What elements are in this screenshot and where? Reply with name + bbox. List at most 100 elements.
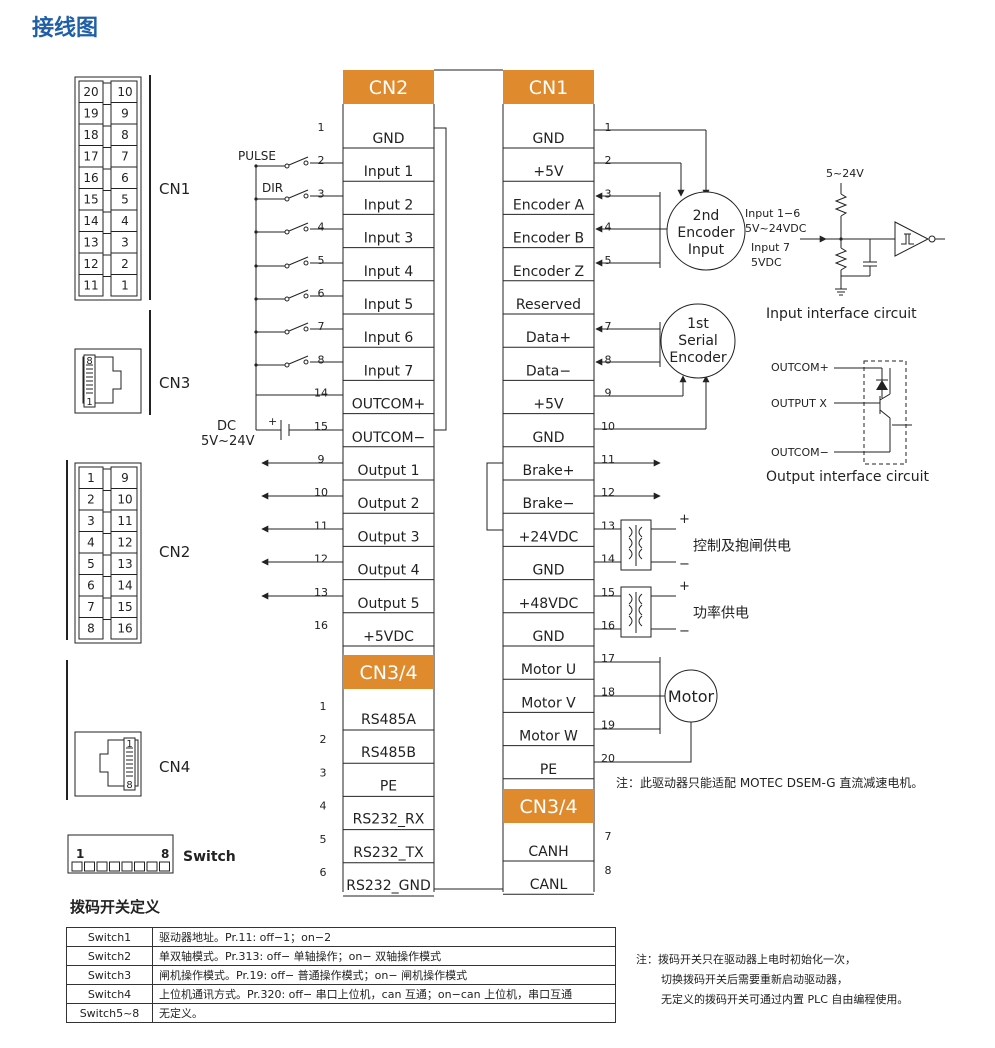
cn34-pin-label: RS485B [361, 745, 416, 761]
connector-pin-number: 6 [121, 171, 129, 185]
switch-lever [84, 861, 95, 872]
cn34-right-header-label: CN3/4 [519, 796, 577, 818]
cn1-pin-label: Brake+ [523, 463, 575, 479]
switch-section-title: 拨码开关定义 [70, 898, 161, 916]
cn1-pin-label: Motor V [521, 695, 576, 711]
connector-label: CN3 [159, 374, 190, 392]
rj45-pin-number: 8 [126, 780, 132, 791]
cn34-pin-number: 2 [320, 733, 327, 746]
connector-label: CN2 [159, 543, 190, 561]
connector-pin-number: 4 [121, 214, 129, 228]
cn34-pin-number: 5 [320, 833, 327, 846]
switch-desc: 上位机通讯方式。Pr.320: off− 串口上位机，can 互通；on−can… [152, 984, 616, 1004]
cn1-pin-number: 20 [601, 752, 615, 765]
switch-contact [303, 293, 309, 299]
cn1-pin-label: Encoder B [513, 231, 584, 247]
pulse-label: PULSE [238, 149, 276, 163]
cn2-header [343, 70, 434, 104]
switch-desc: 无定义。 [152, 1003, 616, 1023]
cn34-pin-label: RS232_TX [353, 845, 424, 861]
diode [876, 380, 888, 390]
cn1-pin-label: Data+ [526, 330, 571, 346]
switch-contact [303, 226, 309, 232]
gnd-outcom-loop [434, 127, 447, 431]
cn2-pin-number: 4 [318, 221, 325, 234]
cn1-pin-number: 8 [605, 353, 612, 366]
cn2-pin-number: 9 [318, 453, 325, 466]
cn2-pin-label: Input 4 [364, 264, 414, 280]
encoder2-label: Encoder [677, 225, 734, 241]
switch-contact [284, 362, 290, 368]
switch-note-line: 注：拨码开关只在驱动器上电时初始化一次， [636, 953, 856, 966]
cn1-pin-label: Brake− [523, 496, 575, 512]
transistor-emitter [879, 409, 891, 419]
junction-dot [254, 330, 258, 334]
rj45-pin-number: 8 [86, 356, 92, 367]
cn1-pin-label: Motor W [519, 729, 578, 745]
junction-dot [839, 237, 843, 241]
cn1-pin-number: 13 [601, 519, 615, 532]
cn2-pin-number: 3 [318, 187, 325, 200]
main-power-coil [638, 593, 643, 605]
cn34-pin-label: RS232_GND [346, 878, 430, 894]
cn2-pin-label: OUTCOM+ [352, 397, 426, 413]
connector-pin-number: 5 [87, 557, 95, 571]
connector-pin-number: 14 [83, 214, 98, 228]
cn34-left-header-label: CN3/4 [359, 662, 417, 684]
switch-contact [284, 263, 290, 269]
connector-outline [74, 462, 142, 644]
connector-pin-number: 7 [121, 149, 129, 163]
connector-pin-number: 9 [121, 471, 129, 485]
main-power-label: 功率供电 [693, 605, 749, 622]
cn1-pin-label: Reserved [516, 297, 581, 313]
cn1-pin-number: 7 [605, 320, 612, 333]
cn1-pin-number: 17 [601, 652, 615, 665]
cn1-pin-label: GND [532, 629, 564, 645]
switch-lever [288, 322, 309, 332]
schmitt-symbol [901, 233, 914, 245]
cn34-pin-number: 3 [320, 766, 327, 779]
switch-lever [134, 861, 145, 872]
encoder1-label: 1st [687, 316, 709, 332]
cn34-pin-number: 1 [320, 700, 327, 713]
cn1-pin-number: 2 [605, 154, 612, 167]
switch-lever [159, 861, 170, 872]
switch-desc: 闸机操作模式。Pr.19: off− 普通操作模式；on− 闸机操作模式 [152, 965, 616, 985]
cn2-pin-label: +5VDC [363, 629, 414, 645]
main-power-coil [638, 604, 643, 616]
connector-pin-number: 13 [83, 235, 98, 249]
rj45-pin-number: 1 [126, 739, 132, 750]
main-power-coil [628, 593, 633, 605]
cn2-pin-label: GND [372, 131, 404, 147]
switch-note-line: 切换拨码开关后需要重新启动驱动器， [661, 973, 848, 986]
cn2-pin-label: Output 1 [358, 463, 420, 479]
cn34-pin-number: 4 [320, 800, 327, 813]
cn2-pin-number: 2 [318, 154, 325, 167]
encoder1-circle [660, 303, 736, 379]
dc-label: DC [217, 419, 236, 434]
main-power-minus: − [679, 624, 690, 639]
switch-lever [146, 861, 158, 872]
cn2-pin-label: Output 2 [358, 496, 420, 512]
output-x-label: OUTPUT X [771, 397, 827, 410]
pe-wire [594, 722, 692, 763]
supply-label: 5~24V [826, 167, 864, 180]
junction-dot [254, 363, 258, 367]
cn2-pin-number: 15 [314, 420, 328, 433]
switch-lever [288, 156, 309, 166]
connector-pin-number: 11 [83, 278, 98, 292]
connector-pin-number: 3 [121, 235, 129, 249]
cn1-pin-number: 14 [601, 553, 615, 566]
connector-pin-number: 15 [83, 192, 98, 206]
switch-contact [303, 260, 309, 266]
cn2-pin-number: 1 [318, 121, 325, 134]
brake-supply-loop [486, 462, 503, 531]
control-power-coil [638, 526, 643, 538]
cn2-pin-label: Input 3 [364, 231, 414, 247]
connector-label: CN1 [159, 180, 190, 198]
junction-dot [254, 264, 258, 268]
cn34-pin-label: RS232_RX [353, 812, 425, 828]
